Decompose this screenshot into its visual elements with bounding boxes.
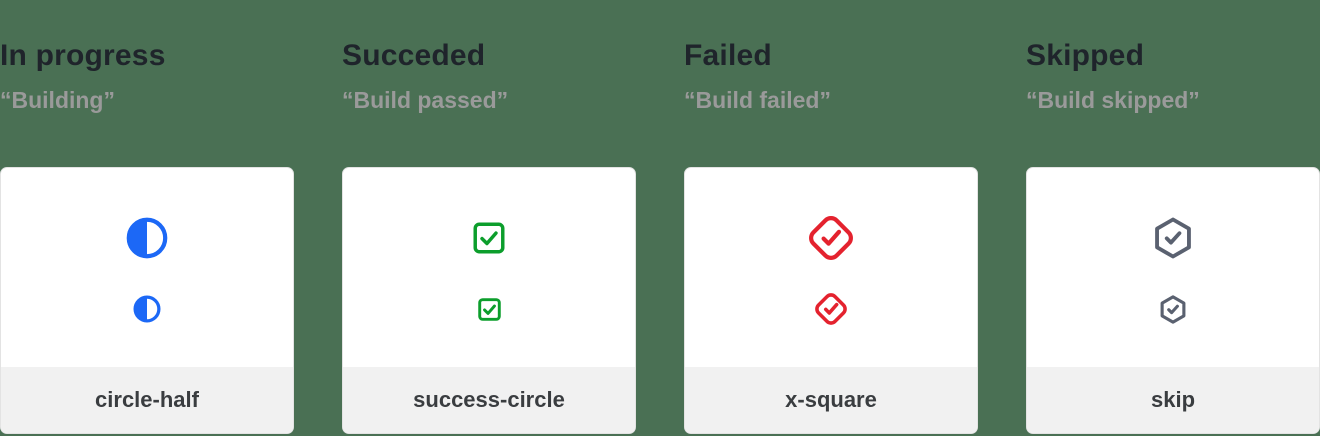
icon-name-label: x-square	[685, 367, 977, 433]
icon-card-success-circle: success-circle	[342, 167, 636, 434]
icon-name-label: circle-half	[1, 367, 293, 433]
icon-name-label: success-circle	[343, 367, 635, 433]
column-subtitle: “Build passed”	[342, 87, 509, 113]
column-skipped: Skipped “Build skipped” skip	[1026, 0, 1320, 436]
large-icon-slot	[465, 215, 513, 261]
column-title: Succeded	[342, 39, 486, 72]
column-title: Failed	[684, 39, 772, 72]
column-failed: Failed “Build failed”	[684, 0, 978, 436]
icon-preview-area	[1027, 168, 1319, 367]
icon-preview-area	[685, 168, 977, 367]
small-icon-slot	[813, 293, 849, 325]
small-icon-slot	[471, 293, 507, 325]
column-in-progress: In progress “Building” circle-half	[0, 0, 294, 436]
small-icon-slot	[129, 293, 165, 325]
large-icon-slot	[123, 215, 171, 261]
large-icon-slot	[807, 215, 855, 261]
icon-preview-area	[1, 168, 293, 367]
success-circle-icon	[477, 297, 501, 321]
column-subtitle: “Build skipped”	[1026, 87, 1200, 113]
circle-half-icon	[126, 217, 168, 259]
icon-card-circle-half: circle-half	[0, 167, 294, 434]
success-circle-icon	[473, 222, 505, 254]
column-title: In progress	[0, 39, 166, 72]
small-icon-slot	[1155, 293, 1191, 325]
icon-preview-area	[343, 168, 635, 367]
column-succeded: Succeded “Build passed” success-circle	[342, 0, 636, 436]
icon-card-skip: skip	[1026, 167, 1320, 434]
circle-half-icon	[133, 295, 161, 323]
large-icon-slot	[1149, 215, 1197, 261]
skip-icon	[1160, 294, 1186, 324]
x-square-icon	[809, 216, 853, 260]
column-subtitle: “Build failed”	[684, 87, 831, 113]
column-title: Skipped	[1026, 39, 1145, 72]
icon-card-x-square: x-square	[684, 167, 978, 434]
x-square-icon	[815, 293, 847, 325]
icon-name-label: skip	[1027, 367, 1319, 433]
skip-icon	[1155, 217, 1191, 259]
column-subtitle: “Building”	[0, 87, 115, 113]
